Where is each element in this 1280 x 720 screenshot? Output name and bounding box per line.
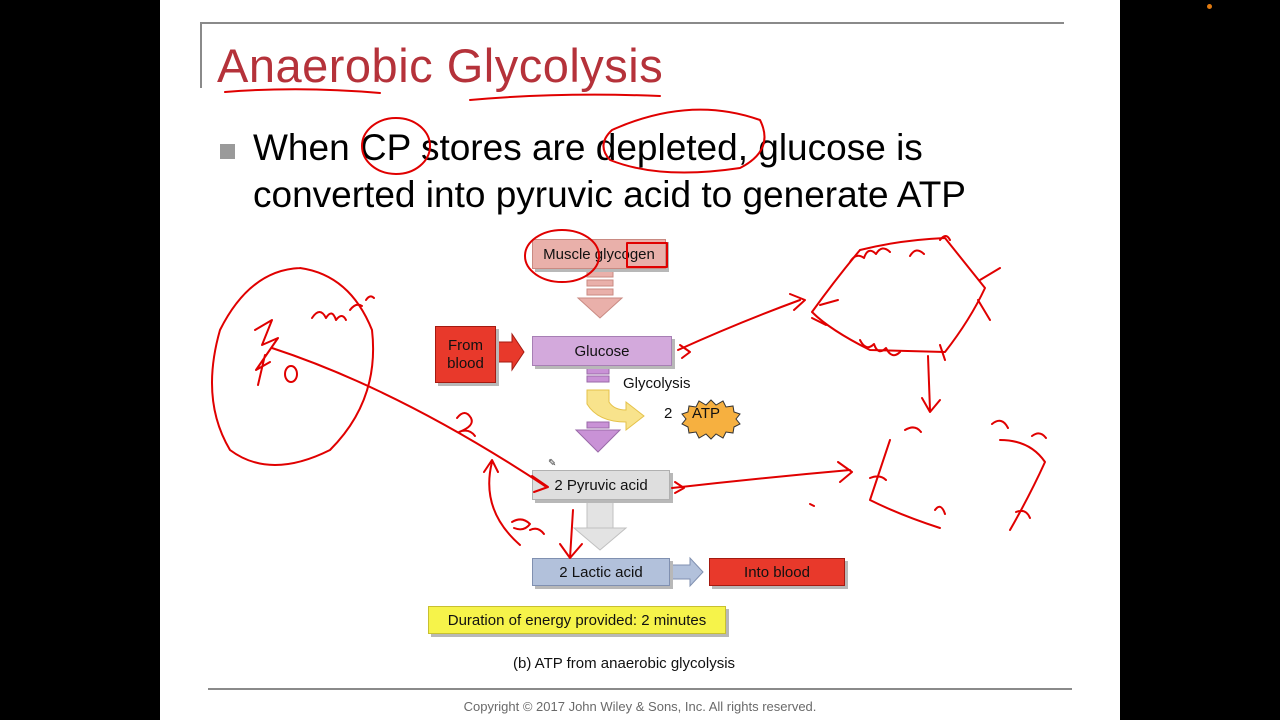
- left-circle: [211, 267, 375, 466]
- bullet-marker: [220, 144, 235, 159]
- lactic-acid-box: 2 Lactic acid: [532, 558, 670, 586]
- connector-line: [271, 347, 546, 487]
- depleted-circle: [602, 108, 766, 174]
- glycogen-to-glucose-arrow: [576, 270, 624, 319]
- pyruvic-acid-box: 2 Pyruvic acid: [532, 470, 670, 500]
- glucose-to-pyruvic-arrow: [574, 367, 645, 453]
- recording-indicator: [1207, 4, 1212, 9]
- lactic-to-blood-arrow: [670, 556, 704, 588]
- left-divider: [200, 22, 202, 88]
- bottom-divider: [208, 688, 1072, 690]
- svg-text:✎: ✎: [548, 458, 556, 469]
- duration-box: Duration of energy provided: 2 minutes: [428, 606, 726, 634]
- from-blood-line1: From: [448, 336, 483, 354]
- from-blood-line2: blood: [447, 354, 484, 372]
- into-blood-box: Into blood: [709, 558, 845, 586]
- cp-circle: [361, 117, 431, 175]
- from-blood-box: From blood: [435, 326, 496, 383]
- ring-structure: [811, 237, 986, 353]
- muscle-circle: [524, 229, 600, 283]
- slide-title: Anaerobic Glycolysis: [217, 39, 664, 92]
- atp-burst: [681, 399, 741, 440]
- atp-label: ATP: [692, 405, 721, 422]
- from-blood-arrow: [495, 332, 525, 372]
- glycolysis-label: Glycolysis: [623, 375, 691, 392]
- ogen-box: [626, 242, 668, 268]
- figure-caption: (b) ATP from anaerobic glycolysis: [513, 655, 736, 672]
- pyruvic-to-lactic-arrow: [572, 501, 628, 551]
- diagram-connectors: [495, 270, 741, 588]
- glucose-box: Glucose: [532, 336, 672, 366]
- ring-to-glucose-arrow: [677, 293, 806, 351]
- atp-count-label: 2: [664, 405, 673, 422]
- top-divider: [202, 22, 1064, 24]
- title-underline: [224, 88, 661, 101]
- carbon-chain: [869, 426, 946, 529]
- pyruvic-to-chain-arrow: [671, 461, 853, 489]
- copyright-text: Copyright © 2017 John Wiley & Sons, Inc.…: [463, 699, 817, 714]
